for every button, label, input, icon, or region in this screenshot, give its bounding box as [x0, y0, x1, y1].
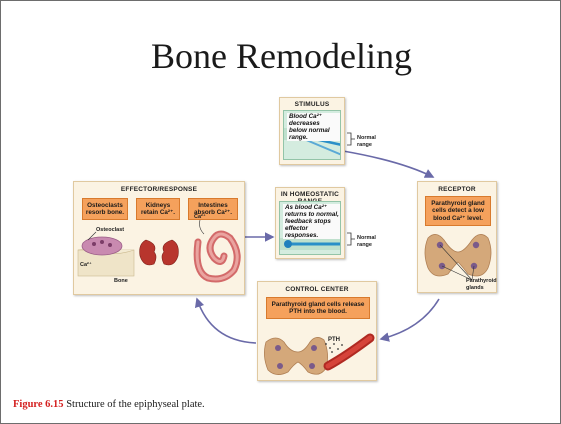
receptor-organ-label: Parathyroid glands	[466, 278, 500, 291]
figure-caption: Figure 6.15 Structure of the epiphyseal …	[13, 399, 205, 410]
figure-label: Figure 6.15	[13, 399, 64, 410]
pth-label: PTH	[328, 337, 340, 344]
control-center-illustration	[258, 282, 378, 382]
receptor-box: RECEPTOR Parathyroid gland cells detect …	[417, 181, 497, 293]
control-center-box: CONTROL CENTER Parathyroid gland cells r…	[257, 281, 377, 381]
effector-illustrations	[74, 182, 246, 296]
effector-box: EFFECTOR/RESPONSE Osteoclasts resorb bon…	[73, 181, 245, 295]
figure-caption-text: Structure of the epiphyseal plate.	[66, 399, 205, 410]
calcium-ion-label-bone: Ca²⁺	[80, 262, 92, 269]
osteoclast-label: Osteoclast	[96, 227, 124, 234]
calcium-ion-label-intestine: Ca²⁺	[194, 214, 206, 221]
bone-label: Bone	[114, 278, 128, 285]
homeostatic-range-label: Normal range	[357, 235, 383, 248]
